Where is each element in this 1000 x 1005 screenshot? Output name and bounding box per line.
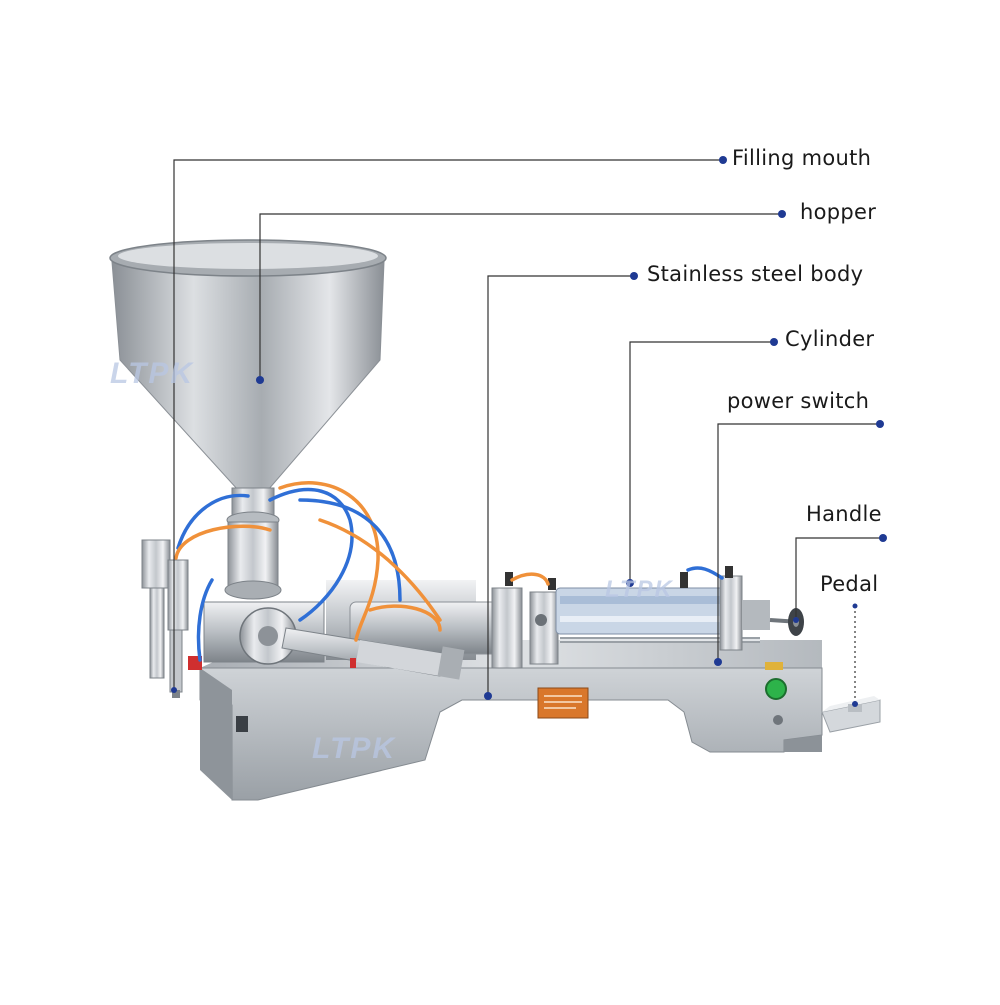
leader-lines [173,159,883,704]
leader-power-switch [717,423,880,662]
valve-assembly [188,601,465,680]
label-filling-mouth: Filling mouth [732,146,872,170]
label-pedal: Pedal [820,572,879,596]
warning-sticker [765,662,783,670]
hopper-assembly [109,239,387,600]
leader-hopper [259,213,782,380]
filling-nozzle-assembly [141,539,189,698]
filling-mouth-nozzle [169,629,183,693]
watermark-ltpk-cylinder: LTPK [605,576,674,603]
label-hopper: hopper [800,200,877,224]
power-switch-button [765,678,787,700]
leader-cylinder [629,341,774,583]
label-handle: Handle [806,502,882,526]
leader-filling-mouth [173,159,723,690]
label-stainless-steel-body: Stainless steel body [647,262,864,286]
watermark-ltpk-body: LTPK [312,732,397,765]
label-power-switch: power switch [727,389,870,413]
leader-dots [171,156,887,707]
body-left-side [200,668,232,800]
label-cylinder: Cylinder [785,327,875,351]
body-front-panel [199,667,823,801]
watermark-ltpk-hopper: LTPK [110,357,195,390]
spec-plate [537,687,589,719]
leader-handle [795,537,883,620]
air-hoses [174,481,724,662]
foot-pedal [821,696,881,733]
body-right-leg [784,735,822,752]
leader-stainless-steel-body [487,275,634,696]
